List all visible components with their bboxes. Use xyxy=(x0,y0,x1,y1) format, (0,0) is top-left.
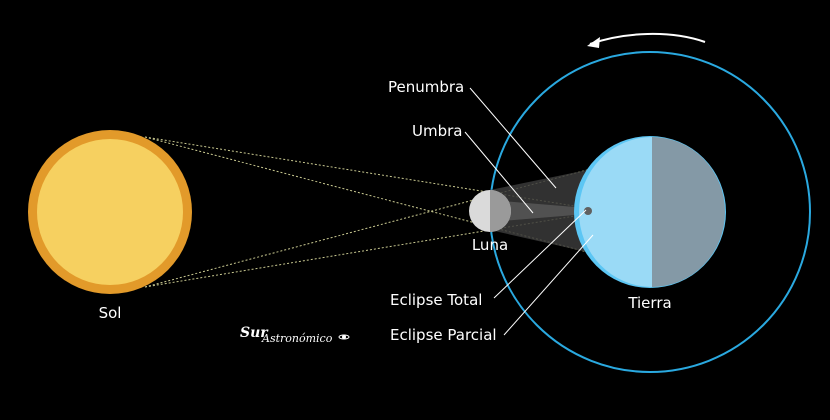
sun xyxy=(28,130,192,294)
surastronomico-logo: Sur Astronómico xyxy=(240,325,350,345)
partial-eclipse-label: Eclipse Parcial xyxy=(390,326,497,344)
svg-text:Sur: Sur xyxy=(240,325,269,341)
earth-label: Tierra xyxy=(627,294,671,312)
svg-text:Astronómico: Astronómico xyxy=(261,332,333,345)
moon-label: Luna xyxy=(472,236,508,254)
total-eclipse-label: Eclipse Total xyxy=(390,291,482,309)
umbra-shadow xyxy=(490,200,587,222)
earth xyxy=(574,136,726,288)
leader-lines xyxy=(464,87,594,336)
orbit-direction-arrow-icon xyxy=(587,32,706,48)
sun-label: Sol xyxy=(99,304,122,322)
umbra-label: Umbra xyxy=(412,122,462,140)
moon xyxy=(469,190,511,232)
penumbra-label: Penumbra xyxy=(388,78,464,96)
